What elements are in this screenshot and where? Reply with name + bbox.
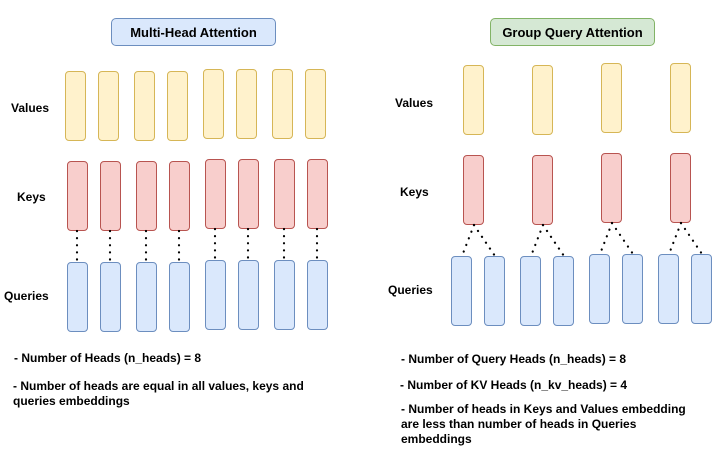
- mha-value-head: [305, 69, 326, 139]
- mha-value-head: [134, 71, 155, 141]
- gqa-note-2: - Number of KV Heads (n_kv_heads) = 4: [400, 378, 628, 392]
- gqa-query-head: [451, 256, 472, 326]
- mha-queries-label: Queries: [4, 289, 49, 303]
- connection-line: [667, 221, 683, 256]
- gqa-query-head: [691, 254, 712, 324]
- mha-value-head: [65, 71, 86, 141]
- gqa-query-head: [622, 254, 643, 324]
- mha-value-head: [203, 69, 224, 139]
- connection-line: [679, 221, 704, 256]
- mha-query-head: [307, 260, 328, 330]
- mha-query-head: [205, 260, 226, 330]
- mha-values-label: Values: [11, 101, 50, 115]
- gqa-query-head: [520, 256, 541, 326]
- connection-line: [460, 223, 476, 258]
- gqa-query-head: [553, 256, 574, 326]
- gqa-title: Group Query Attention: [490, 18, 655, 46]
- gqa-values-label: Values: [395, 96, 434, 110]
- gqa-note-3: - Number of heads in Keys and Values emb…: [401, 402, 686, 446]
- mha-query-head: [67, 262, 88, 332]
- gqa-value-head: [670, 63, 691, 133]
- gqa-query-head: [484, 256, 505, 326]
- connection-line: [529, 223, 545, 258]
- gqa-keys-label: Keys: [400, 185, 429, 199]
- gqa-queries-label: Queries: [388, 283, 433, 297]
- mha-query-head: [238, 260, 259, 330]
- mha-value-head: [236, 69, 257, 139]
- gqa-query-head: [589, 254, 610, 324]
- mha-value-head: [272, 69, 293, 139]
- mha-value-head: [98, 71, 119, 141]
- connection-line: [472, 223, 497, 258]
- gqa-value-head: [463, 65, 484, 135]
- connection-line: [598, 221, 614, 256]
- mha-query-head: [169, 262, 190, 332]
- mha-query-head: [136, 262, 157, 332]
- connection-line: [610, 221, 635, 256]
- gqa-value-head: [532, 65, 553, 135]
- mha-note-2: - Number of heads are equal in all value…: [13, 379, 304, 408]
- connection-line: [541, 223, 566, 258]
- mha-query-head: [274, 260, 295, 330]
- mha-note-1: - Number of Heads (n_heads) = 8: [14, 351, 202, 365]
- gqa-note-1: - Number of Query Heads (n_heads) = 8: [401, 352, 627, 366]
- mha-value-head: [167, 71, 188, 141]
- mha-title: Multi-Head Attention: [111, 18, 276, 46]
- mha-keys-label: Keys: [17, 190, 46, 204]
- mha-query-head: [100, 262, 121, 332]
- gqa-query-head: [658, 254, 679, 324]
- gqa-value-head: [601, 63, 622, 133]
